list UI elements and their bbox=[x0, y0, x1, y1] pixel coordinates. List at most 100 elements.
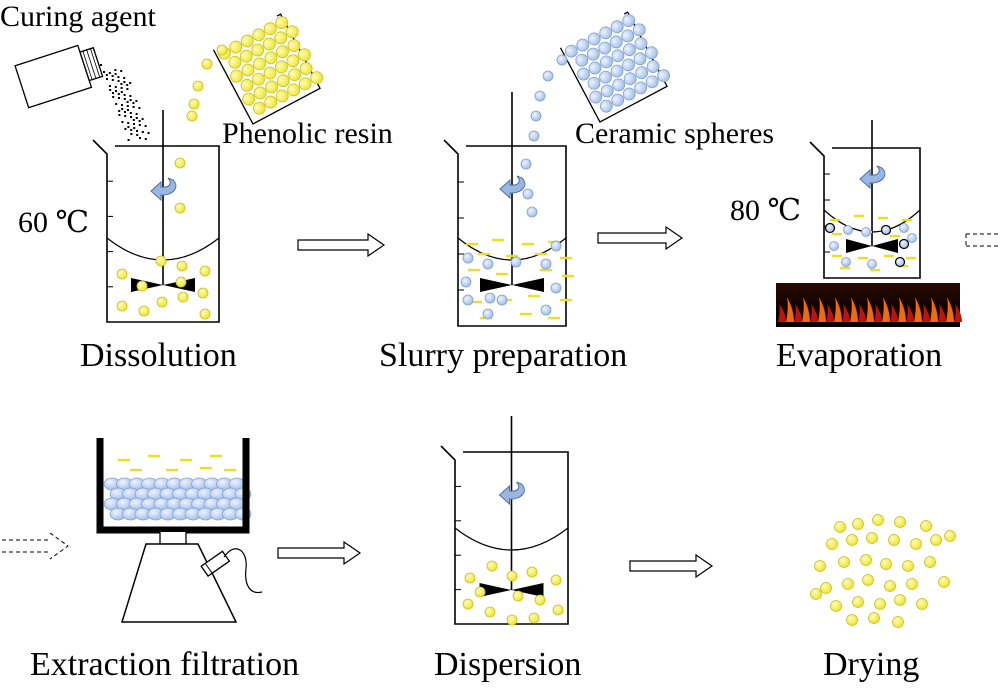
ceramic-sphere bbox=[599, 99, 613, 113]
resin-particle bbox=[894, 594, 906, 606]
resin-particle bbox=[906, 578, 918, 590]
resin-particle bbox=[884, 580, 896, 592]
ceramic-pour-beaker-icon bbox=[559, 11, 671, 123]
ceramic-sphere bbox=[540, 258, 552, 270]
resin-particle bbox=[174, 202, 186, 214]
resin-particle bbox=[229, 40, 243, 54]
resin-particle bbox=[240, 34, 254, 48]
ceramic-sphere bbox=[610, 64, 624, 78]
flame bbox=[786, 297, 794, 322]
ceramic-sphere bbox=[540, 304, 552, 316]
resin-particle bbox=[155, 255, 167, 267]
rotation-arrow-icon bbox=[859, 165, 886, 190]
resin-particle bbox=[197, 287, 209, 299]
beaker-icon bbox=[440, 445, 569, 625]
ceramic-sphere bbox=[645, 75, 659, 89]
flame bbox=[842, 304, 850, 322]
resin-particle bbox=[842, 578, 854, 590]
resin-particle bbox=[252, 101, 266, 115]
flame bbox=[922, 304, 930, 322]
ceramic-sphere bbox=[534, 90, 546, 102]
ceramic-sphere bbox=[589, 90, 603, 104]
resin-particle bbox=[888, 534, 900, 546]
resin-particle bbox=[138, 305, 150, 317]
resin-particle bbox=[287, 39, 301, 52]
step-dissolution: Dissolution bbox=[80, 337, 237, 374]
flame bbox=[874, 304, 882, 322]
resin-particle bbox=[938, 576, 950, 588]
ceramic-sphere bbox=[460, 276, 472, 288]
resin-particle bbox=[902, 560, 914, 572]
resin-particle bbox=[550, 574, 562, 586]
ceramic-sphere bbox=[623, 43, 636, 57]
resin-particle bbox=[872, 514, 884, 526]
ceramic-sphere bbox=[462, 294, 474, 306]
flame bbox=[890, 304, 898, 322]
step-dispersion: Dispersion bbox=[434, 646, 582, 683]
resin-particle bbox=[852, 596, 864, 608]
ceramic-sphere bbox=[510, 256, 522, 268]
process-arrows bbox=[2, 225, 1000, 579]
ceramic-sphere bbox=[496, 294, 508, 306]
ceramic-sphere bbox=[462, 252, 474, 264]
resin-particle bbox=[846, 534, 858, 546]
resin-particle bbox=[506, 614, 518, 626]
resin-particle bbox=[265, 80, 279, 94]
step-slurry-preparation: Slurry preparation bbox=[379, 337, 628, 374]
resin-particle bbox=[239, 49, 253, 63]
ceramic-sphere bbox=[611, 93, 625, 107]
ceramic-sphere bbox=[542, 70, 554, 82]
ceramic-sphere bbox=[599, 70, 612, 84]
resin-particle bbox=[156, 296, 168, 308]
ceramic-sphere bbox=[484, 292, 496, 304]
ceramic-spheres-label: Ceramic spheres bbox=[575, 117, 775, 150]
coated-sphere bbox=[880, 224, 892, 236]
resin-particle bbox=[176, 260, 188, 272]
ceramic-sphere bbox=[482, 308, 494, 320]
resin-particle bbox=[916, 598, 928, 610]
ceramic-sphere bbox=[609, 35, 623, 49]
coated-sphere bbox=[843, 225, 853, 235]
beaker-icon bbox=[92, 139, 220, 323]
ceramic-sphere bbox=[612, 78, 626, 92]
resin-particle bbox=[860, 554, 872, 566]
process-arrow-icon bbox=[597, 225, 684, 251]
impeller-icon bbox=[846, 239, 898, 253]
resin-particle bbox=[251, 43, 265, 57]
ceramic-sphere bbox=[634, 37, 648, 50]
ceramic-sphere bbox=[564, 44, 578, 58]
resin-particle bbox=[944, 530, 956, 542]
ceramic-sphere bbox=[575, 53, 589, 67]
resin-particle bbox=[894, 516, 906, 528]
curing-agent-powder bbox=[100, 64, 150, 141]
resin-particle bbox=[240, 78, 254, 92]
resin-particle bbox=[116, 300, 128, 312]
suction-flask-icon bbox=[120, 532, 263, 623]
resin-particle bbox=[288, 68, 302, 82]
ceramic-sphere bbox=[635, 66, 649, 80]
resin-particle bbox=[486, 560, 498, 572]
resin-particle bbox=[253, 86, 267, 100]
impeller-icon bbox=[480, 278, 544, 292]
flame bbox=[866, 297, 874, 322]
process-arrow-icon bbox=[629, 553, 714, 579]
curing-agent-label: Curing agent bbox=[0, 0, 156, 33]
ceramic-sphere bbox=[645, 46, 658, 60]
resin-particle bbox=[834, 521, 846, 533]
coated-sphere bbox=[841, 257, 851, 267]
ceramic-sphere bbox=[621, 29, 635, 43]
coated-sphere bbox=[867, 259, 877, 269]
flame bbox=[914, 297, 922, 322]
resin-particle bbox=[814, 560, 826, 572]
resin-particle bbox=[177, 291, 189, 303]
coated-sphere bbox=[861, 227, 871, 237]
ceramic-sphere bbox=[622, 87, 636, 101]
resin-particle bbox=[464, 572, 476, 584]
flame bbox=[810, 304, 818, 322]
flame bbox=[898, 297, 906, 322]
flame bbox=[938, 304, 946, 322]
resin-particle bbox=[275, 60, 288, 74]
resin-particle bbox=[253, 57, 266, 71]
dissolution-temperature: 60 ℃ bbox=[18, 206, 90, 239]
resin-particle bbox=[116, 268, 128, 280]
